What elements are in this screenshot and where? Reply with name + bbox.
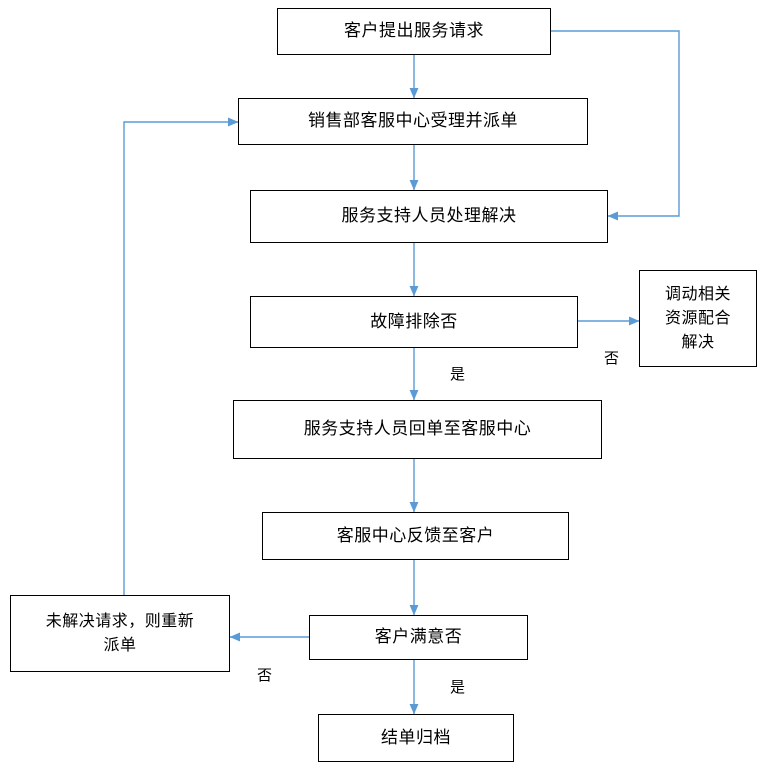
node-label: 服务支持人员处理解决: [341, 206, 517, 226]
node-label: 客户提出服务请求: [344, 21, 484, 41]
node-service-center-feedback: 客服中心反馈至客户: [262, 512, 569, 560]
edge-label-text: 是: [450, 366, 466, 383]
node-label: 销售部客服中心受理并派单: [308, 111, 518, 131]
edge-label-satisfied-yes: 是: [450, 676, 465, 697]
node-label-line-2: 派单: [103, 636, 137, 654]
node-label: 故障排除否: [370, 311, 458, 331]
node-support-staff-handle: 服务支持人员处理解决: [250, 190, 608, 243]
edge-label-fault-yes: 是: [450, 363, 465, 384]
node-mobilize-resources: 调动相关 资源配合 解决: [639, 270, 757, 367]
node-label-line-1: 调动相关: [664, 285, 731, 303]
node-sales-service-center-dispatch: 销售部客服中心受理并派单: [238, 98, 588, 145]
edge-label-text: 否: [604, 350, 620, 367]
node-customer-request: 客户提出服务请求: [277, 8, 551, 55]
node-unresolved-redispatch: 未解决请求，则重新 派单: [10, 595, 230, 672]
edge-label-text: 否: [257, 667, 273, 684]
node-fault-resolved-decision: 故障排除否: [250, 296, 578, 348]
node-label-line-3: 解决: [681, 333, 715, 351]
node-close-and-archive: 结单归档: [318, 714, 514, 762]
edge-label-fault-no: 否: [604, 347, 619, 368]
node-label: 客户满意否: [374, 627, 463, 647]
node-label: 服务支持人员回单至客服中心: [303, 419, 532, 439]
node-customer-satisfied-decision: 客户满意否: [309, 615, 528, 660]
node-support-staff-return-order: 服务支持人员回单至客服中心: [233, 400, 602, 459]
edge-label-text: 是: [450, 679, 466, 696]
node-label: 客服中心反馈至客户: [336, 525, 495, 545]
node-label-line-2: 资源配合: [664, 309, 731, 327]
edge-label-satisfied-no: 否: [257, 664, 272, 685]
node-label: 结单归档: [381, 727, 451, 747]
node-label-line-1: 未解决请求，则重新: [45, 612, 195, 630]
